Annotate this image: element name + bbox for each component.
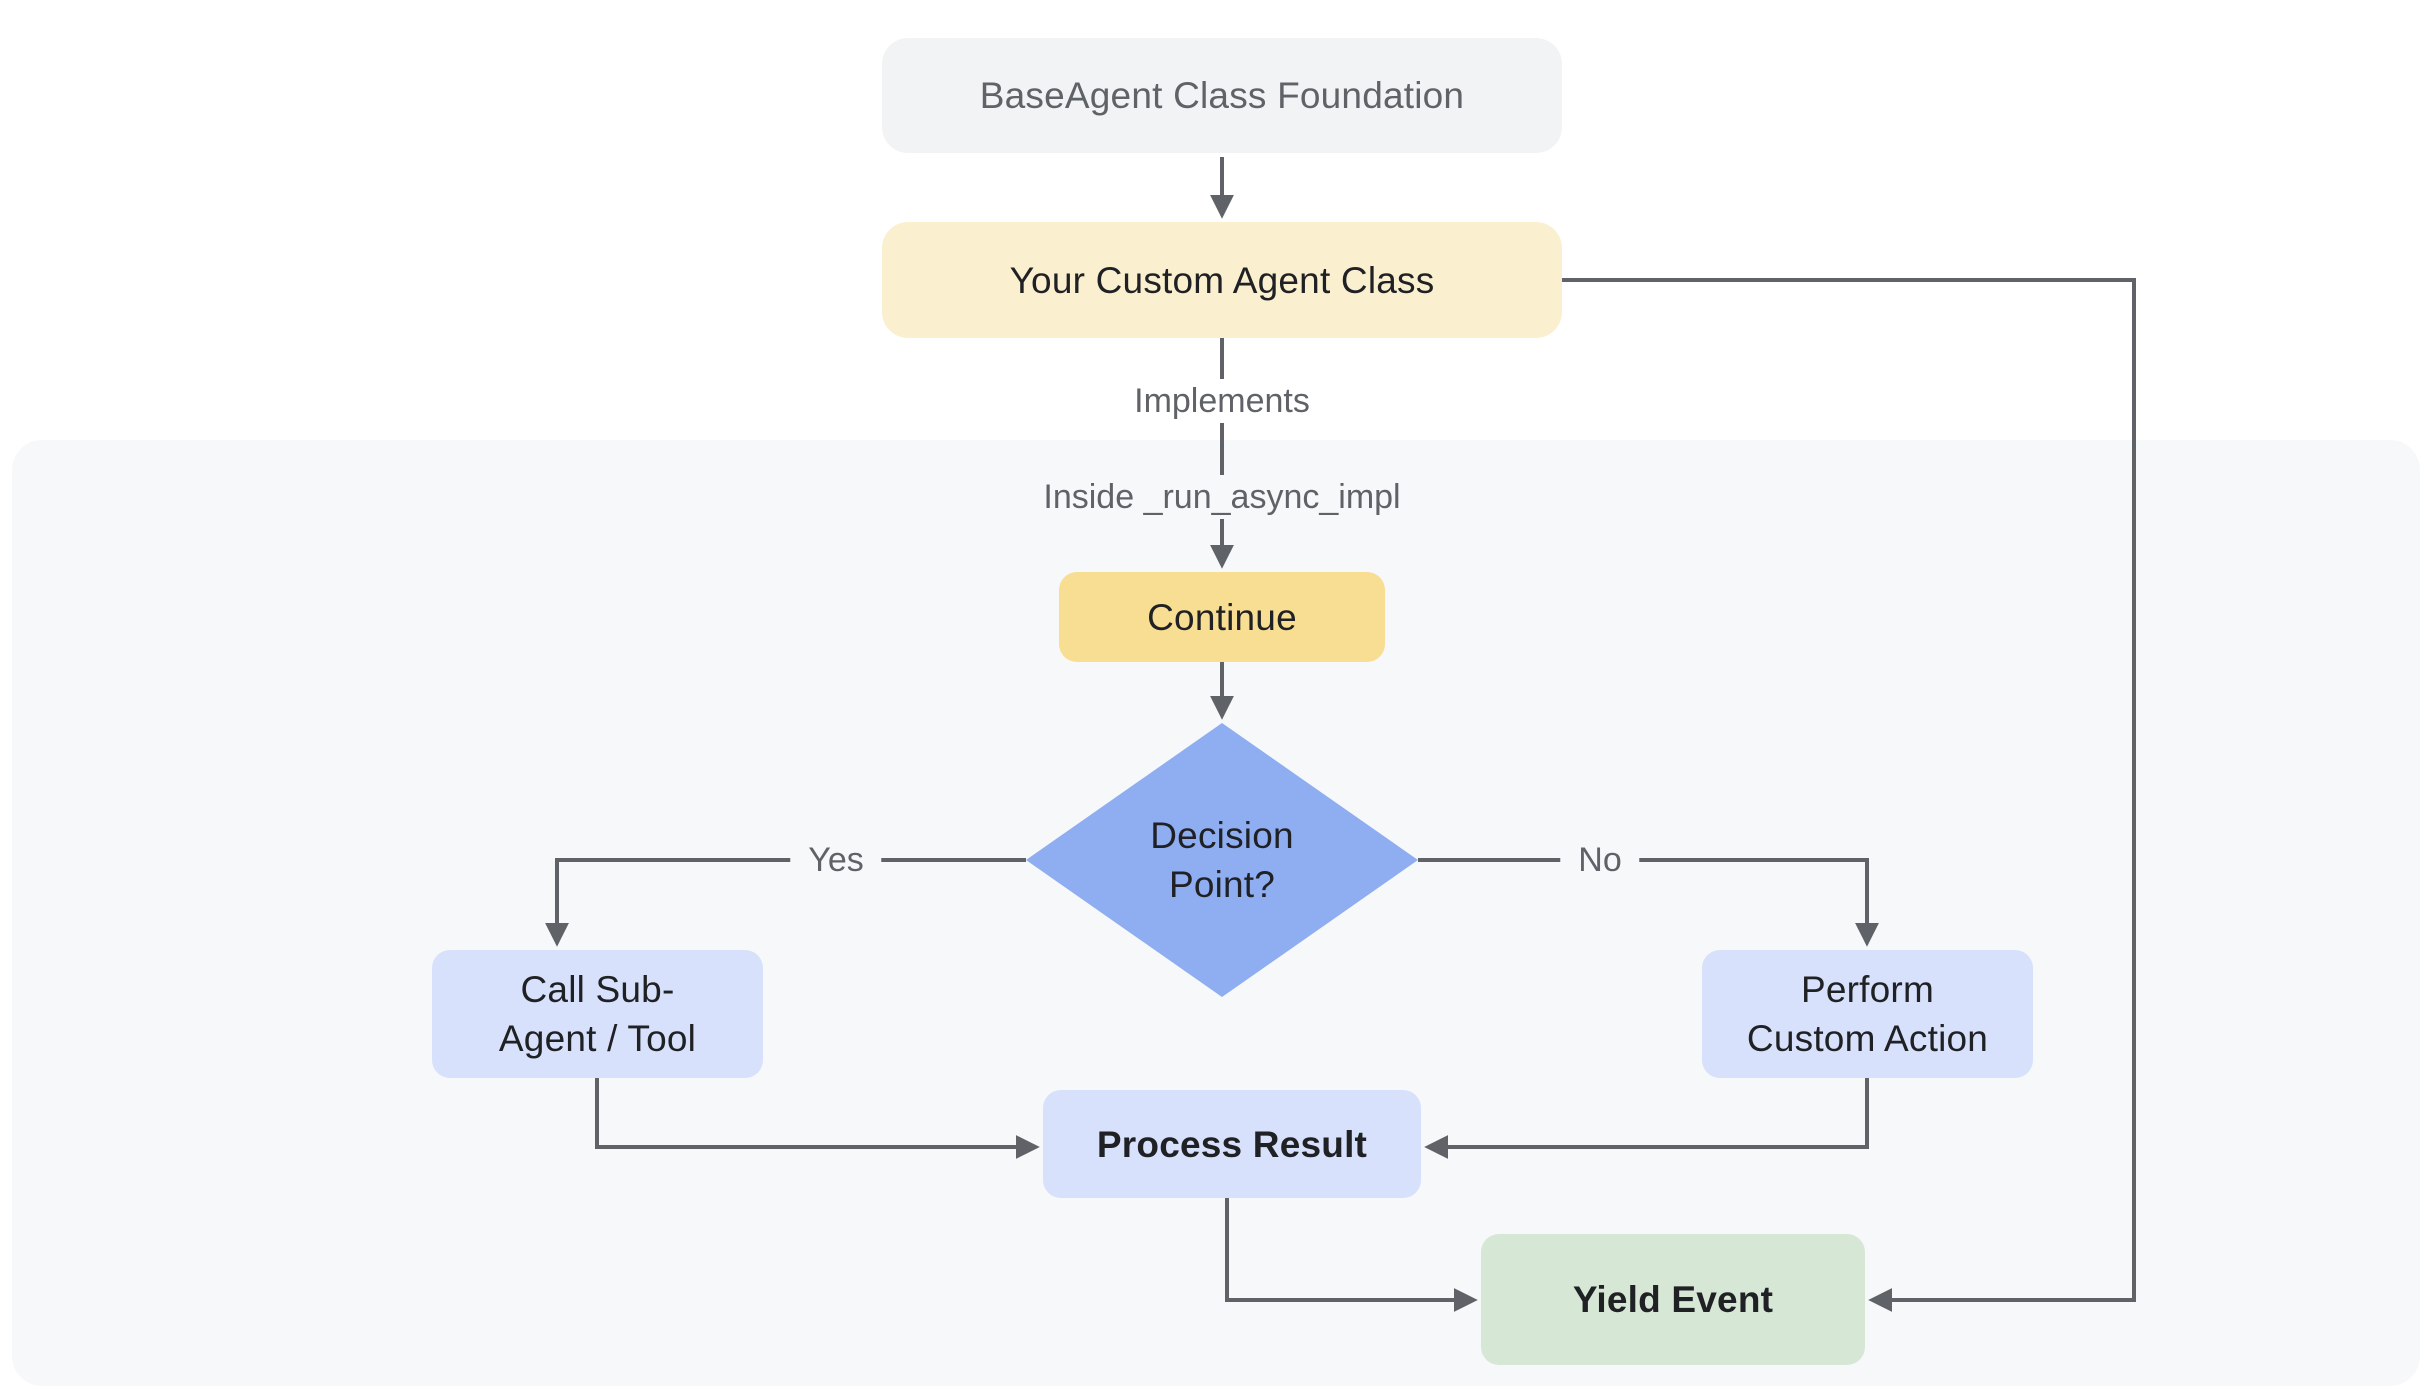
edge-label-no: No [1560,838,1640,882]
edge-label-inside-run-async-impl: Inside _run_async_impl [1025,475,1419,519]
node-yield-event-label: Yield Event [1572,1279,1774,1320]
node-continue: Continue [1059,572,1385,662]
node-call-subagent-tool-line1: Call Sub- [520,969,675,1010]
node-process-result: Process Result [1043,1090,1421,1198]
edge-label-yes: Yes [790,838,882,882]
edge-label-implements: Implements [1116,379,1328,423]
edge-custom-to-yield [1562,278,2136,1312]
node-decision-point-line2: Point? [1168,864,1276,905]
node-continue-label: Continue [1147,596,1297,638]
node-custom-agent-class: Your Custom Agent Class [882,222,1562,338]
edge-perform-to-process [1424,1078,1869,1159]
node-yield-event: Yield Event [1481,1234,1865,1365]
node-baseagent-foundation: BaseAgent Class Foundation [882,38,1562,153]
node-process-result-label: Process Result [1096,1123,1368,1165]
node-call-subagent-tool-line2: Agent / Tool [498,1018,697,1059]
edge-call-to-process [595,1078,1040,1159]
edge-decision-no [1418,858,1879,947]
node-custom-agent-class-label: Your Custom Agent Class [1009,259,1435,301]
node-call-subagent-tool: Call Sub- Agent / Tool [432,950,763,1078]
node-decision-point-line1: Decision [1150,815,1294,856]
node-decision-point: Decision Point? [1026,723,1418,997]
node-perform-custom-action-line1: Perform [1801,969,1934,1010]
node-perform-custom-action-line2: Custom Action [1746,1018,1989,1059]
edge-process-to-yield [1225,1198,1478,1312]
decision-diamond-shape [1026,723,1418,997]
node-perform-custom-action: Perform Custom Action [1702,950,2033,1078]
node-baseagent-foundation-label: BaseAgent Class Foundation [979,75,1465,116]
